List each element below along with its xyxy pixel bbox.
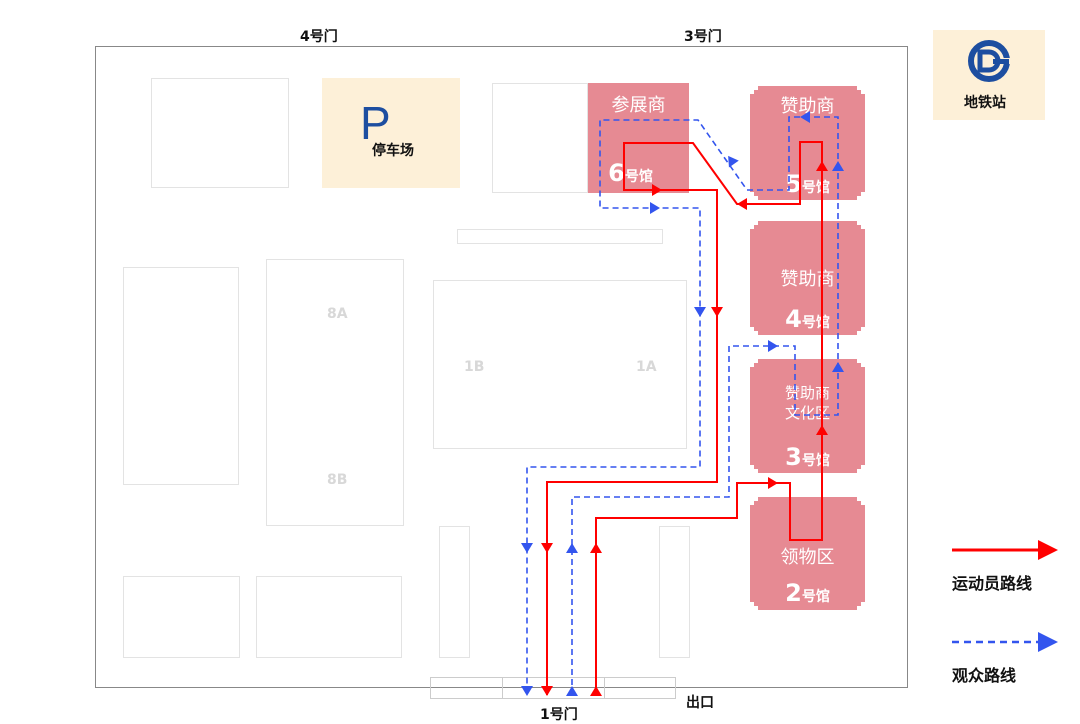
audience-route [526, 116, 839, 695]
hall-2-suffix: 号馆 [801, 589, 830, 605]
audience-route-arrows [521, 111, 844, 696]
building [659, 526, 690, 658]
parking-label: 停车场 [372, 143, 414, 159]
athlete-route-arrows [541, 161, 828, 696]
hall-4-number: 4 [785, 305, 802, 333]
hall-2-name: 领物区 [780, 547, 835, 568]
hall-2[interactable]: 领物区 2号馆 [750, 497, 865, 610]
hall-5-name: 赞助商 [780, 96, 835, 117]
building [457, 229, 663, 244]
building [256, 576, 402, 658]
hall-2-number: 2 [785, 579, 802, 607]
hall-6[interactable]: 参展商 6号馆 [588, 83, 689, 193]
hall-3-number: 3 [785, 443, 802, 471]
building [492, 83, 588, 193]
hall-3-name-line2: 文化区 [784, 404, 830, 422]
building [123, 576, 240, 658]
gate-4-label: 4号门 [300, 29, 338, 45]
hall-6-suffix: 号馆 [624, 169, 653, 185]
building [151, 78, 289, 188]
parking-lot: P 停车场 [322, 78, 460, 188]
building [123, 267, 239, 485]
legend-audience-label: 观众路线 [952, 666, 1017, 685]
building [439, 526, 470, 658]
building-8a-label: 8A [327, 306, 348, 322]
subway-label: 地铁站 [964, 95, 1006, 111]
hall-6-number: 6 [608, 159, 625, 187]
athlete-route [546, 141, 823, 695]
gate-1-structure [430, 677, 676, 699]
hall-3-name-line1: 赞助商 [784, 384, 830, 402]
subway-logo-icon [968, 40, 1011, 82]
exit-label: 出口 [686, 695, 714, 711]
gate-1-label: 1号门 [540, 707, 578, 723]
building-1b-label: 1B [464, 359, 485, 375]
legend-audience-arrow-icon [952, 632, 1058, 652]
subway-station: 地铁站 [933, 30, 1045, 120]
building-1: 1B 1A [433, 280, 687, 449]
legend-athlete-label: 运动员路线 [952, 574, 1033, 593]
hall-6-name: 参展商 [611, 95, 666, 116]
building-8b-label: 8B [327, 472, 348, 488]
building-8: 8A 8B [266, 259, 404, 526]
hall-4[interactable]: 赞助商 4号馆 [750, 221, 865, 335]
venue-outline [95, 46, 908, 688]
gate-3-label: 3号门 [684, 29, 722, 45]
hall-3[interactable]: 赞助商文化区 3号馆 [750, 359, 865, 473]
hall-5[interactable]: 赞助商 5号馆 [750, 86, 865, 200]
building-1a-label: 1A [636, 359, 657, 375]
parking-icon: P [360, 97, 391, 149]
legend-athlete-arrow-icon [952, 540, 1058, 560]
